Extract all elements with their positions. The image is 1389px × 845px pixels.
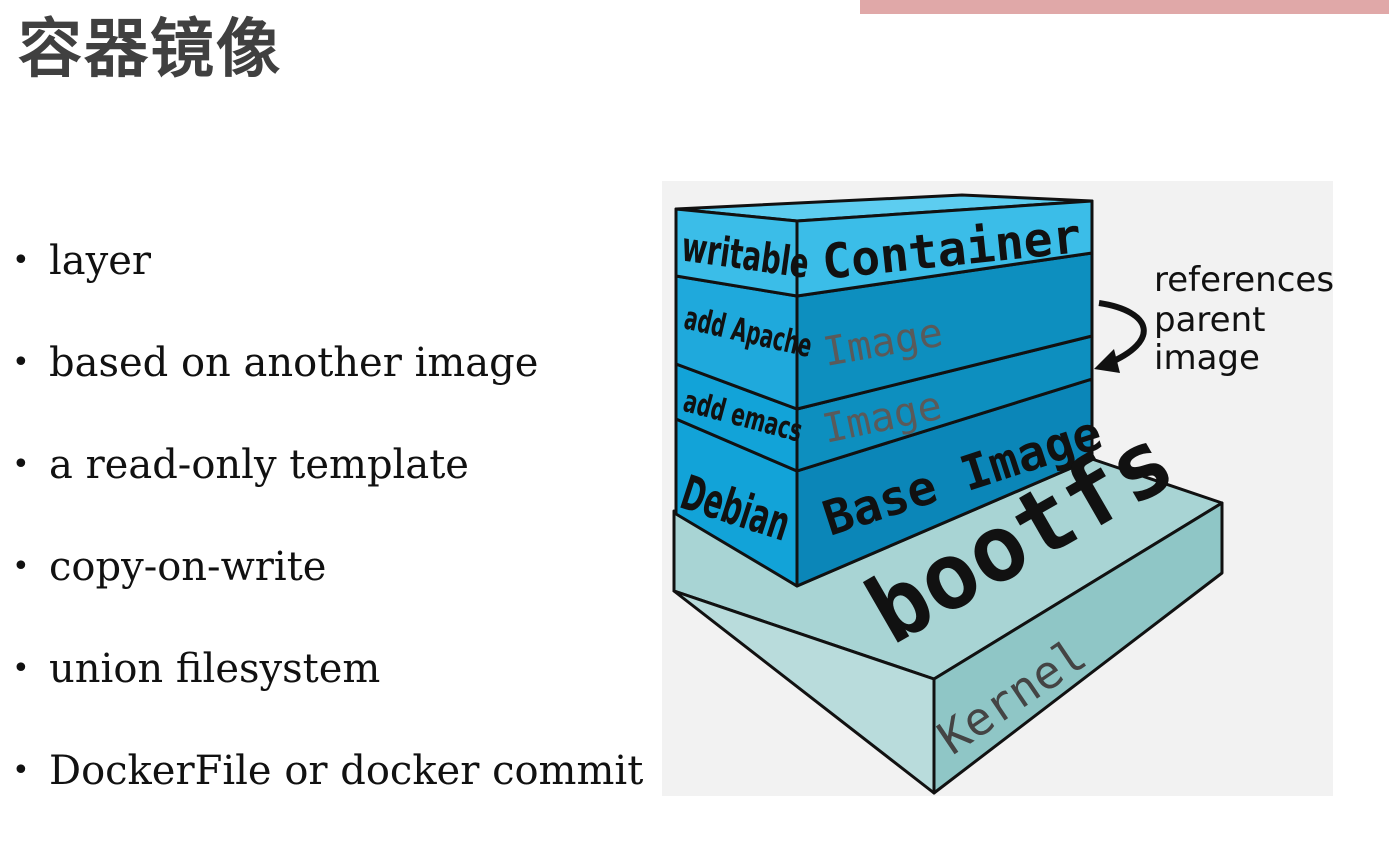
reference-arrow-icon xyxy=(1098,300,1147,367)
bullet-list: • layer • based on another image • a rea… xyxy=(12,210,643,822)
bullet-item: • a read-only template xyxy=(12,414,643,516)
bullet-text: copy-on-write xyxy=(49,544,327,590)
annotation-line-2: parent xyxy=(1154,300,1265,340)
header-accent-bar xyxy=(860,0,1389,14)
bullet-text: DockerFile or docker commit xyxy=(49,748,644,794)
bullet-item: • copy-on-write xyxy=(12,516,643,618)
bullet-item: • based on another image xyxy=(12,312,643,414)
arrow-head-icon xyxy=(1094,349,1120,373)
bullet-item: • DockerFile or docker commit xyxy=(12,720,643,822)
bullet-text: layer xyxy=(49,238,152,284)
bullet-item: • layer xyxy=(12,210,643,312)
slide-title: 容器镜像 xyxy=(18,13,282,87)
annotation-line-1: references xyxy=(1154,260,1333,300)
bullet-dot-icon: • xyxy=(12,243,30,278)
layers-diagram-svg: writable Container add Apache Image add … xyxy=(672,193,1333,795)
docker-layers-diagram: writable Container add Apache Image add … xyxy=(662,181,1333,796)
bullet-item: • union filesystem xyxy=(12,618,643,720)
bullet-dot-icon: • xyxy=(12,345,30,380)
bullet-dot-icon: • xyxy=(12,753,30,788)
bullet-text: based on another image xyxy=(49,340,539,386)
bullet-dot-icon: • xyxy=(12,447,30,482)
bullet-text: union filesystem xyxy=(49,646,381,692)
bullet-text: a read-only template xyxy=(49,442,469,488)
bullet-dot-icon: • xyxy=(12,651,30,686)
kernel-slab-right xyxy=(932,501,1224,795)
container-layer-face xyxy=(795,199,1094,298)
bullet-dot-icon: • xyxy=(12,549,30,584)
annotation-line-3: image xyxy=(1154,338,1260,378)
